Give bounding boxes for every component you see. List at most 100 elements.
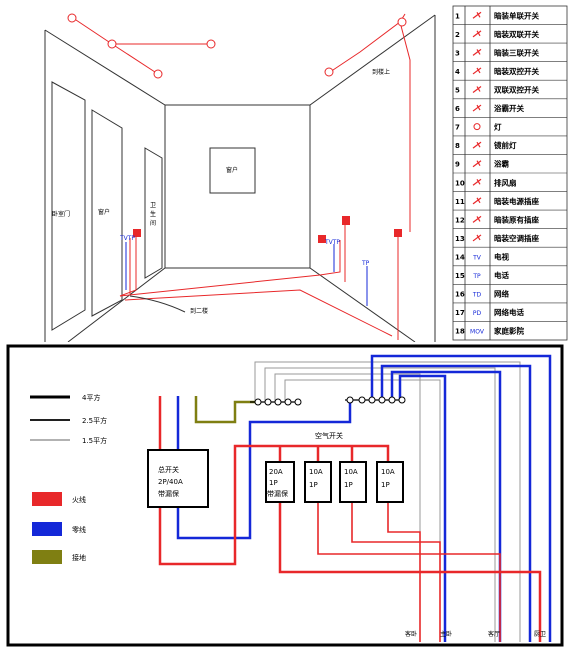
legend-glyph: TV	[472, 255, 482, 262]
legend-label: 浴霸	[494, 159, 509, 169]
label-bathroom-3: 间	[150, 219, 156, 227]
wall-sockets	[133, 216, 402, 243]
legend-row: 8 镜前灯	[455, 140, 517, 150]
switch-triple-icon	[472, 48, 482, 56]
label-window-left: 窗户	[98, 208, 110, 216]
lamp-icon	[324, 67, 334, 77]
legend-label: 网络	[494, 289, 509, 299]
legend-number: 14	[455, 254, 465, 262]
power-socket-icon	[318, 235, 326, 243]
legend-row: 3 暗装三联开关	[455, 47, 539, 57]
branch-wiring	[317, 502, 501, 642]
legend-number: 5	[455, 87, 460, 95]
color-legend-neutral: 零线	[72, 525, 86, 534]
weak-current-wiring	[125, 242, 368, 306]
legend-label: 双联双控开关	[494, 85, 539, 95]
main-switch: 总开关 2P/40A 带漏保	[147, 449, 209, 508]
breaker: 10A 1P	[376, 461, 404, 503]
legend-row: 5 双联双控开关	[455, 85, 539, 95]
label-window: 窗户	[226, 166, 238, 174]
legend-number: 8	[455, 142, 460, 150]
thin-feeds	[254, 361, 521, 642]
legend-number: 9	[455, 161, 460, 169]
phone-icon: TP	[472, 273, 481, 280]
ground-wiring	[194, 396, 258, 424]
ac-socket-icon	[342, 216, 350, 225]
legend-number: 11	[455, 198, 465, 206]
power-socket-icon	[394, 229, 402, 237]
home-theater-icon: MOV	[470, 329, 485, 336]
legend-glyph: PD	[473, 310, 482, 317]
legend-number: 1	[455, 12, 460, 20]
bath-heater-switch-icon	[472, 104, 482, 112]
legend-row: 16 TD 网络	[455, 289, 509, 299]
legend-label: 灯	[494, 122, 502, 132]
switch-double-icon	[472, 30, 482, 38]
wire-legend: 4平方 2.5平方 1.5平方	[30, 393, 107, 445]
legend-label: 电视	[494, 252, 509, 262]
output-living-room: 客厅	[488, 630, 500, 638]
downstairs-pointer	[129, 295, 186, 313]
breaker-3-line1: 10A	[344, 468, 358, 476]
room-wiring-diagram: 窗户 卧室门 窗户 卫 生 间 到楼上 到二楼 TVTP	[44, 5, 568, 342]
legend-row: 13 暗装空调插座	[455, 233, 539, 243]
network-icon: TD	[472, 292, 482, 299]
color-legend: 火线 零线 接地	[32, 492, 86, 564]
busbar-ground	[250, 398, 302, 406]
breaker-1-line2: 1P	[269, 479, 278, 487]
lamp-icon	[206, 39, 216, 49]
label-upstairs: 到楼上	[372, 68, 390, 76]
legend-label: 暗装单联开关	[494, 10, 539, 20]
legend-label: 暗装三联开关	[494, 47, 539, 57]
breaker-3-line2: 1P	[344, 481, 353, 489]
output-guest-bedroom: 客卧	[405, 630, 417, 638]
room-outline	[44, 14, 436, 342]
power-socket-icon	[133, 229, 141, 237]
label-tv-tp-right: TVTP	[324, 239, 340, 246]
breaker-1-line3: 带漏保	[267, 489, 288, 498]
existing-socket-icon	[472, 215, 482, 223]
legend-number: 10	[455, 179, 465, 187]
legend-label: 排风扇	[494, 177, 517, 187]
bath-heater-icon	[472, 160, 482, 168]
legend-number: 17	[455, 309, 465, 317]
mirror-lamp-icon	[472, 141, 482, 149]
legend-number: 18	[455, 328, 465, 336]
busbar-neutral	[345, 396, 406, 404]
legend-label: 家庭影院	[494, 326, 524, 336]
neutral-wiring	[176, 354, 552, 642]
legend-number: 13	[455, 235, 465, 243]
legend-number: 16	[455, 291, 465, 299]
doors	[51, 81, 163, 331]
legend-number: 15	[455, 272, 465, 280]
main-switch-line2: 2P/40A	[158, 478, 183, 486]
distribution-panel-diagram: 4平方 2.5平方 1.5平方 火线 零线 接地	[6, 344, 564, 647]
window	[209, 147, 256, 194]
legend-label: 镜前灯	[494, 140, 517, 150]
breaker-2-line1: 10A	[309, 468, 323, 476]
breaker: 20A 1P 带漏保	[265, 461, 295, 503]
legend-number: 4	[455, 68, 460, 76]
ceiling-lamps	[67, 13, 407, 79]
breaker: 10A 1P	[304, 461, 332, 503]
legend-number: 6	[455, 105, 460, 113]
power-socket-icon	[472, 197, 482, 205]
label-downstairs: 到二楼	[190, 307, 208, 315]
breaker-4-line1: 10A	[381, 468, 395, 476]
legend-number: 3	[455, 49, 460, 57]
label-tp-right: TP	[361, 260, 370, 267]
legend-row: 18 MOV 家庭影院	[455, 326, 524, 336]
legend-label: 暗装空调插座	[494, 233, 539, 243]
legend-row: 14 TV 电视	[455, 252, 509, 262]
legend-row: 10 排风扇	[455, 177, 517, 187]
breaker: 10A 1P	[339, 461, 367, 503]
switch-single-icon	[472, 11, 482, 19]
legend-number: 2	[455, 31, 460, 39]
legend-label: 网络电话	[494, 307, 524, 317]
